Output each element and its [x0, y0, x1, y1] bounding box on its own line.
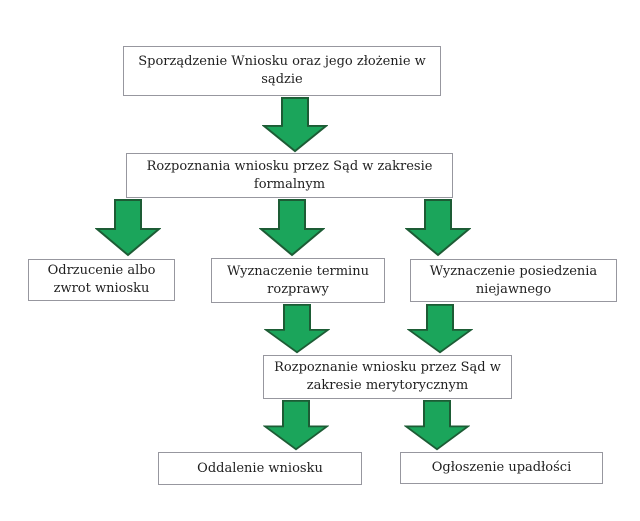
down-arrow-icon	[262, 97, 328, 153]
node-posiedzenie-niejawne: Wyznaczenie posiedzenia niejawnego	[410, 259, 617, 302]
down-arrow-icon	[405, 199, 471, 257]
node-oddalenie-wniosku: Oddalenie wniosku	[158, 452, 362, 485]
down-arrow-icon	[264, 304, 330, 354]
node-rozpoznanie-formalne: Rozpoznania wniosku przez Sąd w zakresie…	[126, 153, 453, 198]
down-arrow-icon	[95, 199, 161, 257]
node-odrzucenie-zwrot: Odrzucenie albo zwrot wniosku	[28, 259, 175, 301]
down-arrow-icon	[407, 304, 473, 354]
node-ogloszenie-upadlosci: Ogłoszenie upadłości	[400, 452, 603, 484]
down-arrow-icon	[259, 199, 325, 257]
node-sporzadzenie-wniosku: Sporządzenie Wniosku oraz jego złożenie …	[123, 46, 441, 96]
node-wyznaczenie-terminu: Wyznaczenie terminu rozprawy	[211, 258, 385, 303]
node-rozpoznanie-merytoryczne: Rozpoznanie wniosku przez Sąd w zakresie…	[263, 355, 512, 399]
down-arrow-icon	[263, 400, 329, 451]
down-arrow-icon	[404, 400, 470, 451]
